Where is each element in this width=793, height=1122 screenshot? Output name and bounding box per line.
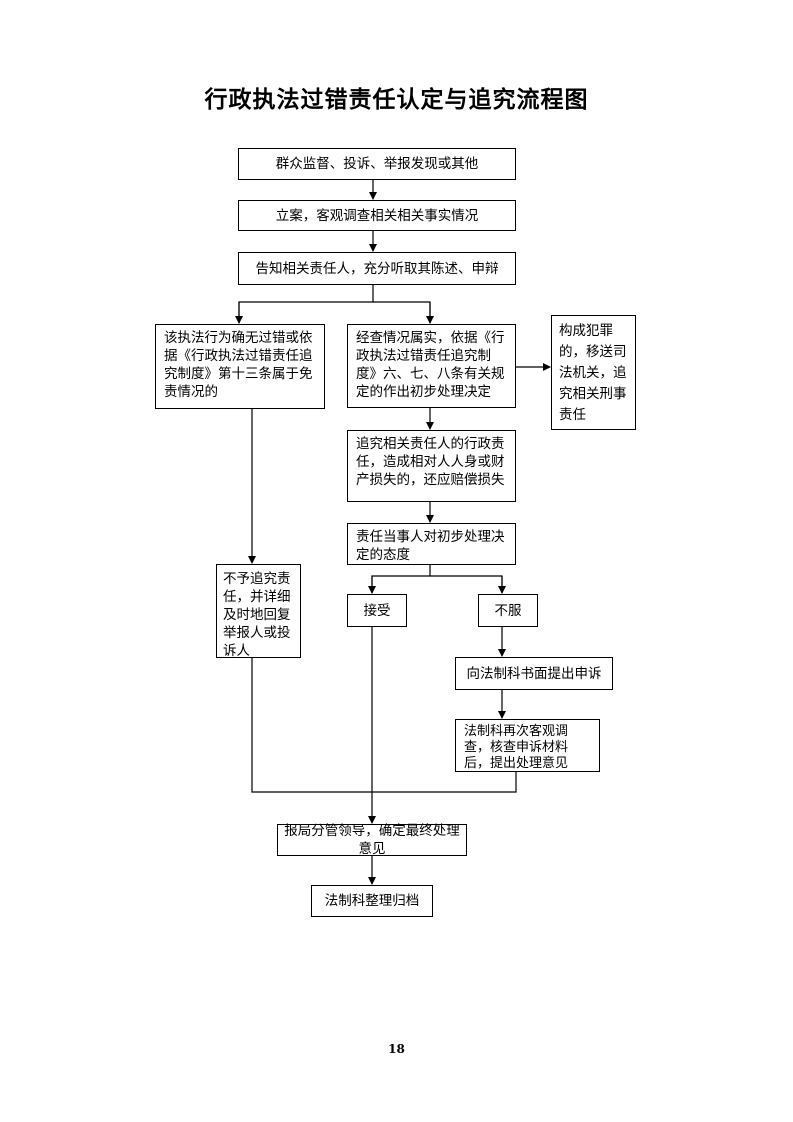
step-appeal: 向法制科书面提出申诉	[455, 657, 613, 690]
step-reinvestigate-text: 法制科再次客观调查，核查申诉材料后，提出处理意见	[464, 724, 569, 771]
step-discovery-text: 群众监督、投诉、举报发现或其他	[275, 156, 479, 172]
step-notify: 告知相关责任人，充分听取其陈述、申辩	[238, 252, 516, 285]
step-notify-text: 告知相关责任人，充分听取其陈述、申辩	[255, 260, 499, 277]
page-number: 18	[388, 1042, 405, 1056]
step-compensation: 追究相关责任人的行政责任，造成相对人人身或财产损失的，还应赔偿损失	[347, 430, 516, 502]
step-accept: 接受	[347, 594, 407, 627]
step-reject-text: 不服	[494, 602, 522, 619]
step-fault-found-text: 经查情况属实，依据《行政执法过错责任追究制度》六、七、八条有关规定的作出初步处理…	[356, 330, 505, 400]
page-title: 行政执法过错责任认定与追究流程图	[204, 87, 589, 113]
connector-attitude-split	[371, 565, 431, 593]
step-archive-text: 法制科整理归档	[324, 893, 420, 909]
step-compensation-text: 追究相关责任人的行政责任，造成相对人人身或财产损失的，还应赔偿损失	[356, 436, 505, 488]
step-no-liability: 不予追究责任，并详细及时地回复举报人或投诉人	[216, 564, 301, 659]
step-reject: 不服	[478, 594, 538, 627]
step-attitude: 责任当事人对初步处理决定的态度	[347, 523, 516, 565]
step-reinvestigate: 法制科再次客观调查，核查申诉材料后，提出处理意见	[455, 719, 600, 772]
step-accept-text: 接受	[363, 602, 391, 619]
step-archive: 法制科整理归档	[311, 885, 433, 917]
step-filing-text: 立案，客观调查相关相关事实情况	[275, 207, 479, 224]
step-discovery: 群众监督、投诉、举报发现或其他	[238, 148, 516, 180]
step-fault-found: 经查情况属实，依据《行政执法过错责任追究制度》六、七、八条有关规定的作出初步处理…	[347, 324, 516, 408]
step-appeal-text: 向法制科书面提出申诉	[466, 665, 602, 682]
connector-reinvestigate-merge	[372, 772, 517, 793]
step-attitude-text: 责任当事人对初步处理决定的态度	[356, 529, 505, 563]
step-crime-text: 构成犯罪的，移送司法机关，追究相关刑事责任	[559, 323, 627, 423]
step-report-leader-text: 报局分管领导，确定最终处理意见	[284, 823, 460, 857]
step-crime: 构成犯罪的，移送司法机关，追究相关刑事责任	[551, 315, 636, 430]
connector-notify-split	[238, 285, 374, 323]
step-no-fault: 该执法行为确无过错或依据《行政执法过错责任追究制度》第十三条属于免责情况的	[155, 324, 325, 409]
step-filing: 立案，客观调查相关相关事实情况	[238, 200, 516, 231]
step-report-leader: 报局分管领导，确定最终处理意见	[277, 823, 467, 857]
step-no-fault-text: 该执法行为确无过错或依据《行政执法过错责任追究制度》第十三条属于免责情况的	[164, 330, 313, 400]
step-no-liability-text: 不予追究责任，并详细及时地回复举报人或投诉人	[223, 571, 291, 659]
connector-noliability-merge	[251, 658, 372, 793]
